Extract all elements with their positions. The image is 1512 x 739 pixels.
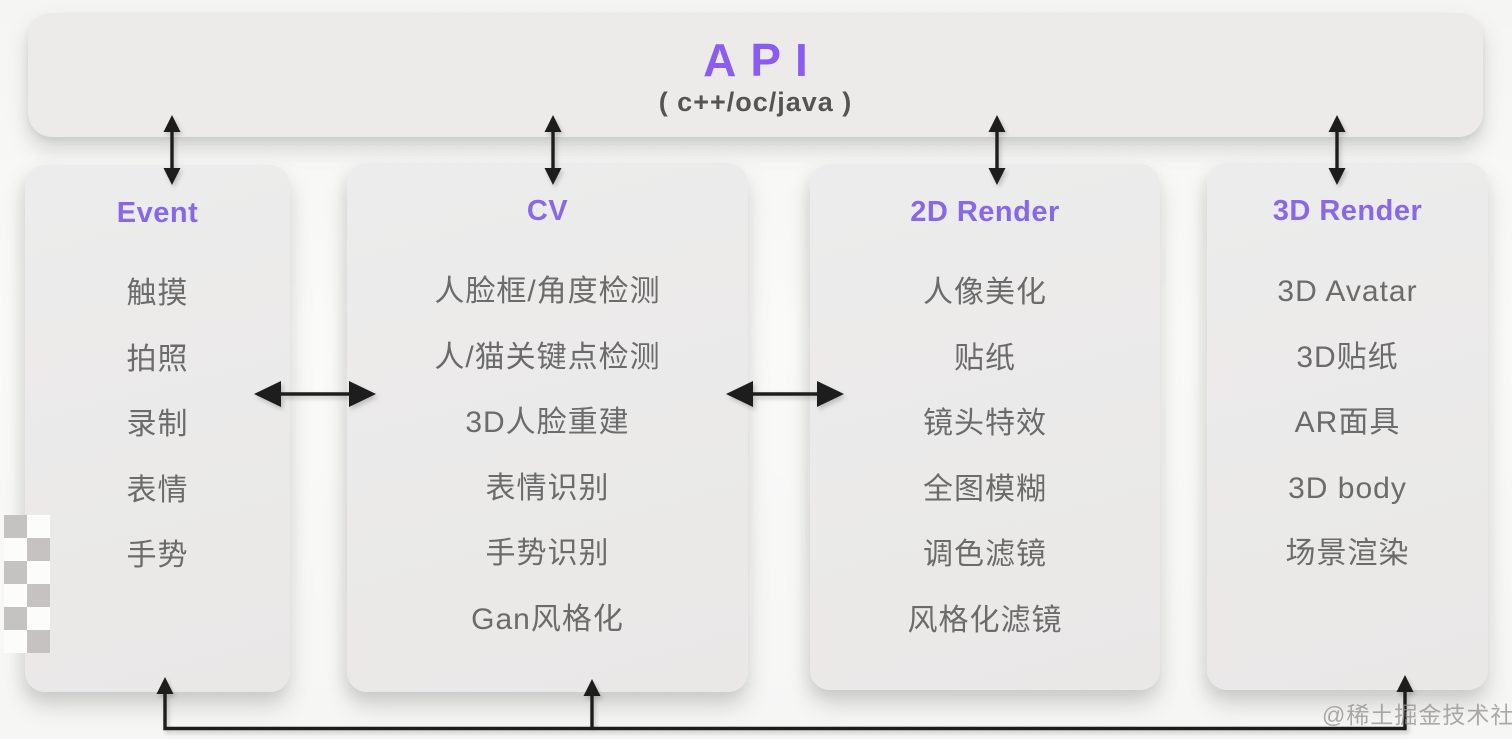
api-subtitle: ( c++/oc/java ) [658, 87, 853, 117]
list-item: 人/猫关键点检测 [434, 340, 661, 374]
list-item: 拍照 [126, 342, 189, 376]
list-item: 风格化滤镜 [907, 603, 1063, 637]
list-item: 手势 [126, 539, 189, 572]
list-item: Gan风格化 [471, 602, 624, 636]
column-title-cv: CV [526, 195, 569, 227]
list-item: AR面具 [1294, 406, 1401, 439]
column-title-3d-render: 3D Render [1272, 195, 1423, 227]
list-item: 录制 [126, 408, 189, 441]
list-item: 3D Avatar [1277, 275, 1418, 308]
column-cv: CV 人脸框/角度检测 人/猫关键点检测 3D人脸重建 表情识别 手势识别 Ga… [347, 163, 748, 692]
3d-render-item-list: 3D Avatar 3D贴纸 AR面具 3D body 场景渲染 [1207, 259, 1488, 587]
column-event: Event 触摸 拍照 录制 表情 手势 [25, 165, 290, 692]
2d-render-item-list: 人像美化 贴纸 镜头特效 全图模糊 调色滤镜 风格化滤镜 [810, 260, 1160, 653]
column-3d-render: 3D Render 3D Avatar 3D贴纸 AR面具 3D body 场景… [1207, 163, 1488, 690]
column-2d-render: 2D Render 人像美化 贴纸 镜头特效 全图模糊 调色滤镜 风格化滤镜 [810, 164, 1160, 690]
api-bar: API ( c++/oc/java ) [28, 13, 1483, 137]
list-item: 触摸 [126, 277, 189, 310]
list-item: 场景渲染 [1285, 537, 1410, 570]
column-title-event: Event [116, 197, 199, 229]
list-item: 调色滤镜 [923, 538, 1047, 571]
list-item: 3D body [1288, 471, 1407, 505]
list-item: 3D人脸重建 [465, 406, 630, 439]
list-item: 手势识别 [485, 537, 610, 570]
event-item-list: 触摸 拍照 录制 表情 手势 [25, 261, 290, 589]
list-item: 表情 [126, 473, 189, 507]
list-item: 3D贴纸 [1296, 340, 1399, 374]
checkerboard-pattern [4, 515, 50, 653]
list-item: 贴纸 [954, 341, 1016, 375]
api-title: API [703, 34, 822, 86]
list-item: 全图模糊 [923, 472, 1047, 506]
watermark: @稀土掘金技术社区 [1322, 702, 1512, 728]
list-item: 人脸框/角度检测 [434, 275, 661, 308]
list-item: 镜头特效 [923, 407, 1047, 440]
column-title-2d-render: 2D Render [910, 196, 1060, 228]
list-item: 人像美化 [923, 276, 1047, 309]
cv-item-list: 人脸框/角度检测 人/猫关键点检测 3D人脸重建 表情识别 手势识别 Gan风格… [347, 259, 748, 652]
list-item: 表情识别 [485, 471, 610, 505]
